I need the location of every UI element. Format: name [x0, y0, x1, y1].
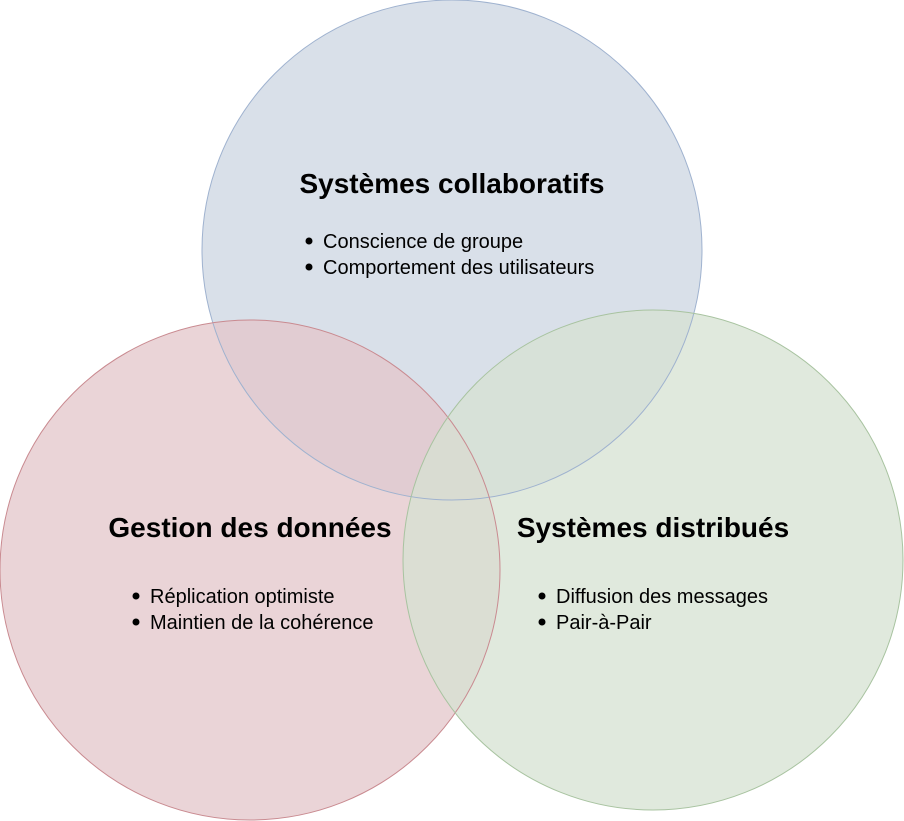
set-item: Diffusion des messages: [556, 586, 768, 608]
set-outline-collab: [201, 0, 703, 501]
bullet-icon: [305, 263, 313, 271]
set-circle-data: [0, 320, 500, 820]
set-title-collab: Systèmes collaboratifs: [299, 168, 604, 199]
set-item: Comportement des utilisateurs: [323, 257, 594, 279]
bullet-icon: [132, 592, 140, 600]
set-dist: Systèmes distribués Diffusion des messag…: [517, 512, 789, 634]
set-collab: Systèmes collaboratifs Conscience de gro…: [299, 168, 604, 279]
bullet-icon: [305, 237, 313, 245]
set-item: Pair-à-Pair: [556, 612, 652, 634]
bullet-icon: [132, 618, 140, 626]
set-data: Gestion des données Réplication optimist…: [108, 512, 391, 634]
set-outline-data: [0, 319, 501, 821]
set-item: Maintien de la cohérence: [150, 612, 373, 634]
bullet-icon: [538, 618, 546, 626]
set-title-data: Gestion des données: [108, 512, 391, 543]
set-item: Conscience de groupe: [323, 231, 523, 253]
set-outline-dist: [402, 309, 904, 811]
set-circle-dist: [403, 310, 903, 810]
set-item: Réplication optimiste: [150, 586, 335, 608]
bullet-icon: [538, 592, 546, 600]
set-title-dist: Systèmes distribués: [517, 512, 789, 543]
